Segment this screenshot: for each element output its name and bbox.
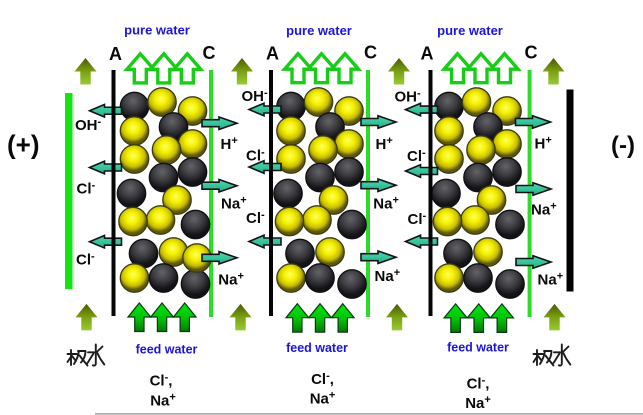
svg-text:feed water: feed water	[286, 341, 348, 355]
svg-text:Cl-: Cl-	[408, 210, 427, 228]
svg-text:Cl-,: Cl-,	[311, 370, 334, 388]
svg-text:Cl-,: Cl-,	[150, 372, 173, 390]
svg-text:Cl-,: Cl-,	[467, 375, 490, 393]
svg-text:pure water: pure water	[124, 23, 190, 38]
svg-text:pure water: pure water	[286, 23, 352, 38]
svg-text:Cl-: Cl-	[246, 209, 265, 227]
svg-text:Cl-: Cl-	[77, 180, 96, 198]
svg-text:A: A	[266, 44, 279, 64]
svg-text:Cl-: Cl-	[407, 147, 426, 165]
svg-text:Cl-: Cl-	[76, 251, 95, 269]
svg-text:A: A	[109, 44, 122, 64]
svg-text:Cl-: Cl-	[246, 147, 265, 165]
svg-text:OH-: OH-	[242, 87, 269, 105]
svg-text:C: C	[525, 43, 538, 63]
svg-text:feed water: feed water	[447, 341, 509, 355]
svg-text:OH-: OH-	[75, 116, 102, 134]
svg-text:C: C	[364, 43, 377, 63]
svg-text:OH-: OH-	[395, 88, 422, 106]
svg-text:(+): (+)	[7, 130, 40, 160]
svg-text:feed water: feed water	[136, 343, 198, 357]
svg-text:pure water: pure water	[437, 23, 503, 38]
svg-text:A: A	[421, 44, 434, 64]
svg-text:C: C	[203, 43, 216, 63]
svg-text:(-): (-)	[611, 132, 635, 159]
